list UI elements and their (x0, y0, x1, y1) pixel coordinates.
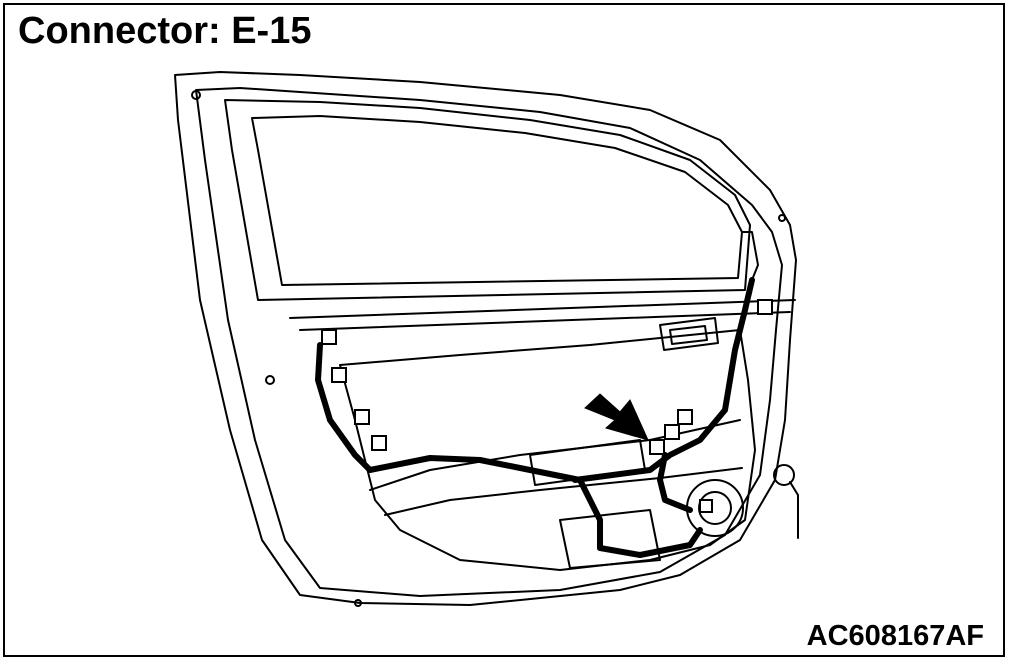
window-frame (224, 99, 751, 301)
door-trim-panel (339, 329, 756, 571)
connector (664, 424, 680, 440)
pointer-arrow (584, 393, 649, 441)
figure-frame (3, 3, 1005, 657)
door-inner-panel (195, 87, 783, 597)
inner-handle-recess (669, 325, 708, 345)
inner-handle (659, 317, 719, 351)
connector (677, 409, 693, 425)
map-pocket (559, 509, 661, 569)
connector (321, 329, 337, 345)
connector (371, 435, 387, 451)
wiring-harness (315, 277, 755, 558)
connector (331, 367, 347, 383)
armrest-lower (384, 467, 743, 516)
grommet (773, 464, 795, 486)
belt-line (289, 299, 796, 319)
connectors (321, 299, 773, 513)
connector (354, 409, 370, 425)
connector-e15 (649, 439, 665, 455)
figure-id: AC608167AF (806, 620, 984, 652)
armrest (369, 419, 741, 491)
connector (757, 299, 773, 315)
belt-line-lower (299, 311, 791, 331)
connector (699, 499, 713, 513)
speaker-outer (686, 479, 744, 537)
door-outer-panel (174, 71, 797, 606)
window-glass (251, 115, 743, 286)
diagram-title: Connector: E-15 (18, 10, 312, 52)
